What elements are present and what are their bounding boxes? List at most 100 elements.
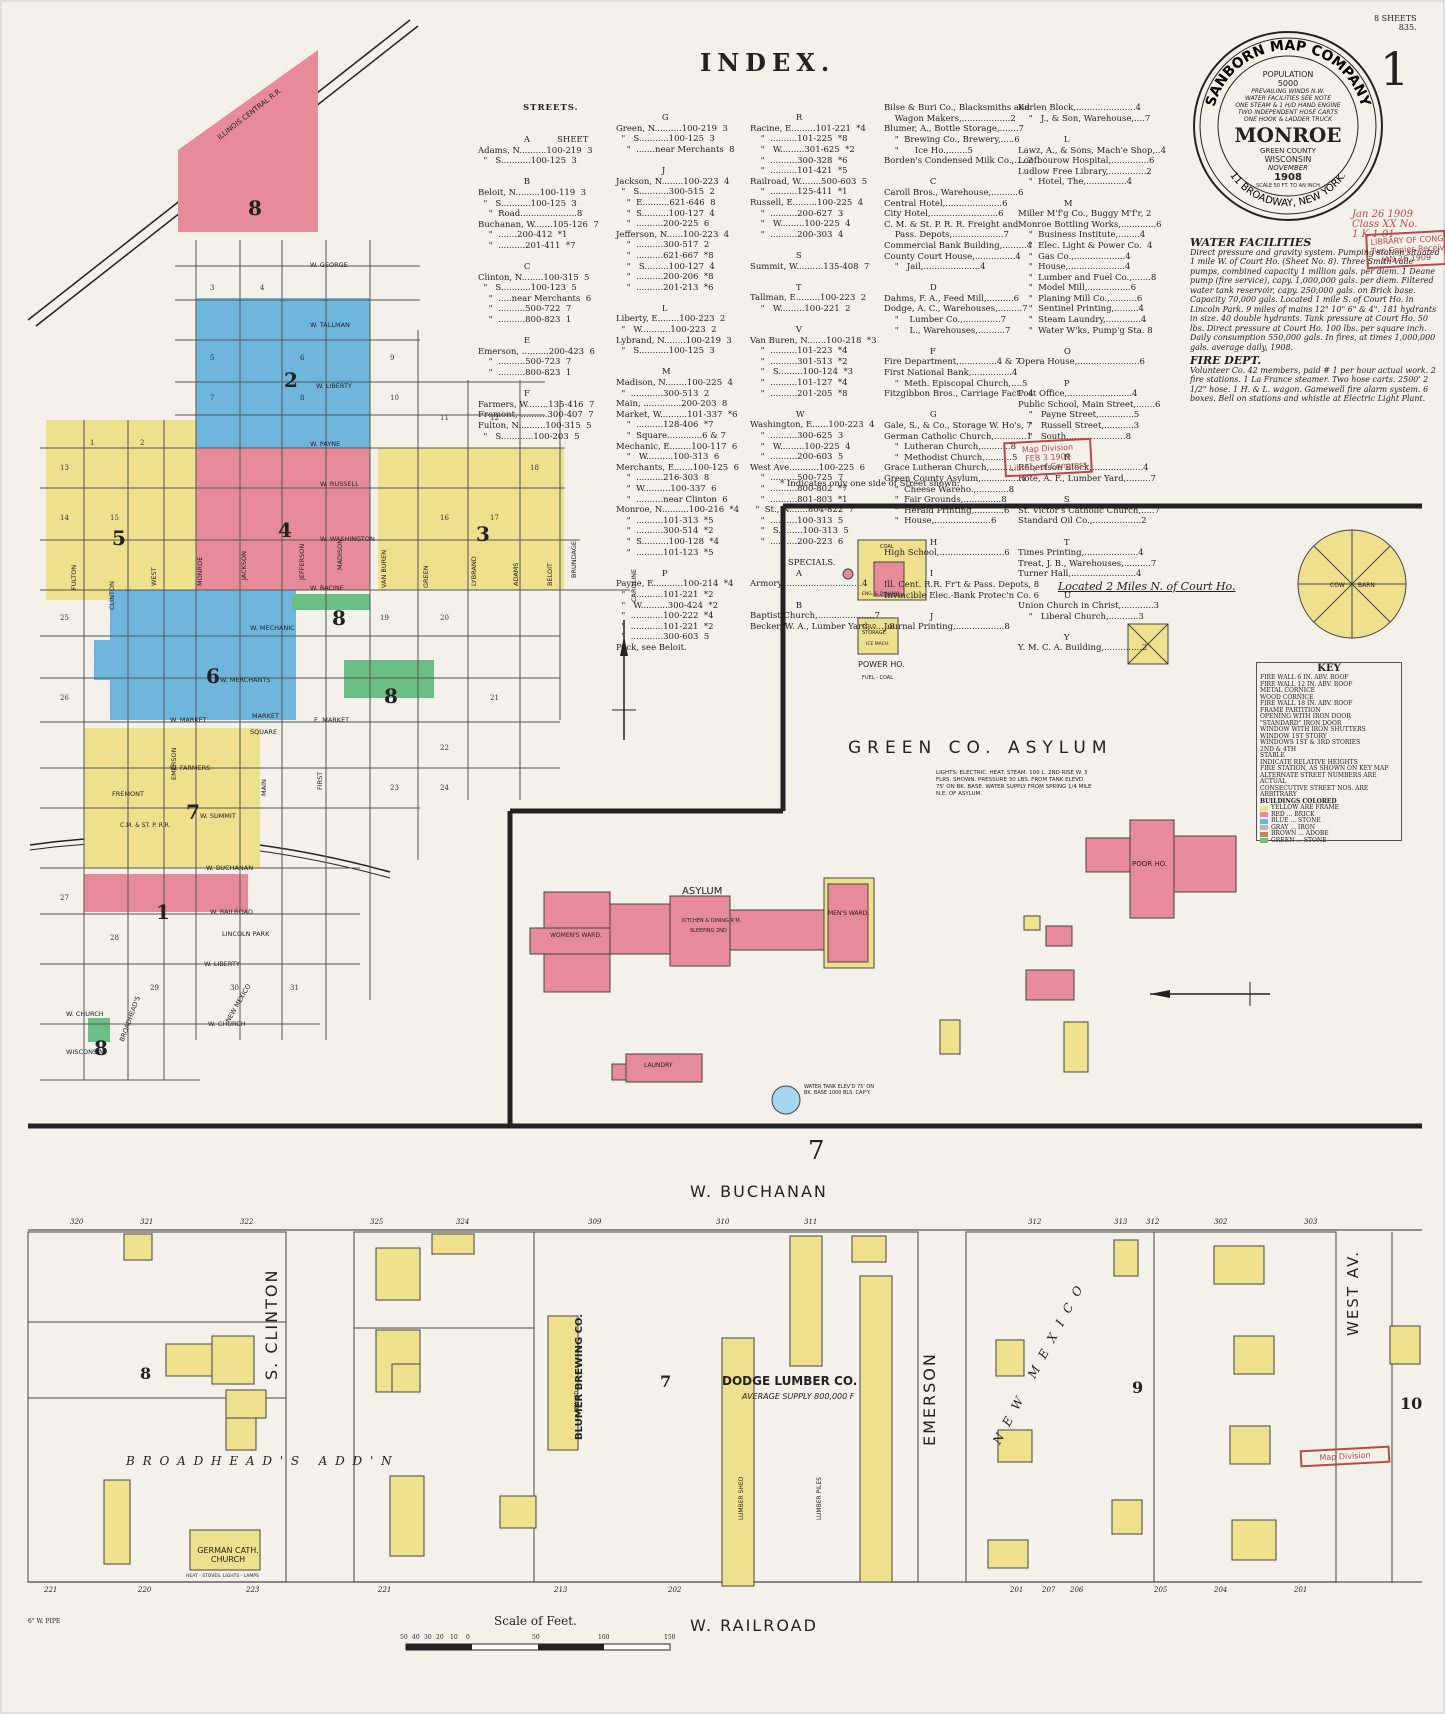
scale-tick: 40 [412,1634,420,1641]
sheet-area[interactable] [344,660,434,698]
outbuilding [939,1019,961,1055]
street-label: W. FARMERS [170,764,211,772]
index-entries: R Racine, E.........101-221 *4 " .......… [750,113,895,632]
street-label: W. SUMMIT [200,812,236,820]
svg-text:26: 26 [60,694,69,702]
laundry-label: LAUNDRY [644,1062,673,1069]
index-column: STREETS. A SHEET Adams, N..........100-2… [478,82,599,453]
key-row: METAL CORNICE [1260,687,1316,694]
svg-text:10: 10 [390,394,399,402]
sheet-number-label[interactable]: 1 [156,900,170,924]
address-number: 205 [1154,1586,1168,1594]
key-color-row: GREEN ... STONE [1260,837,1398,845]
block-number: 7 [660,1372,672,1391]
sheet-area[interactable] [378,448,564,590]
water-tank[interactable] [771,1085,801,1115]
address-number: 221 [378,1586,392,1594]
index-note: * Indicates only one side of Street show… [780,479,960,489]
svg-text:31: 31 [290,984,299,992]
sheet-number-label[interactable]: 8 [94,1036,108,1060]
svg-text:30: 30 [230,984,239,992]
sheet-number: 1 [1380,42,1410,96]
scale-tick: 100 [598,1634,610,1641]
index-entries: G Green, N..........100-219 3 " S.......… [616,113,740,653]
street-label: W. RACINE [310,584,344,592]
sheet-area[interactable] [46,420,196,600]
svg-text:6: 6 [300,354,305,362]
lumber-shed-label: LUMBER SHED [738,1476,745,1520]
sheet-number-label[interactable]: 8 [384,684,398,708]
fuel-label: FUEL - COAL [862,675,894,681]
sheet-area[interactable] [178,50,318,232]
color-swatch [1260,825,1268,831]
svg-text:13: 13 [60,464,69,472]
address-number: 312 [1146,1218,1160,1226]
index-column: G Green, N..........100-219 3 " S.......… [616,92,739,664]
sheet-number-label[interactable]: 2 [284,368,298,392]
address-number: 204 [1214,1586,1228,1594]
street-label: LYBRAND [470,556,478,586]
svg-text:7: 7 [210,394,214,402]
key-color-row: BROWN ... ADOBE [1260,830,1398,838]
sheet-area[interactable] [84,728,260,868]
address-number: 320 [70,1218,84,1226]
address-number: 324 [456,1218,470,1226]
key-color-row: BLUE ... STONE [1260,817,1398,825]
seal-population: 5000 [1277,79,1299,88]
sheet-number-label[interactable]: 7 [186,800,200,824]
street-label: W. MECHANIC [250,624,295,632]
seal-note: TWO INDEPENDENT HOSE CARTS [1238,109,1338,116]
key-row: FIRE WALL 12 IN. ABV. ROOF [1260,680,1353,688]
color-name: YELLOW ARE FRAME [1271,804,1339,811]
sheet-number-label[interactable]: 6 [206,664,220,688]
dodge-lumber-sub: AVERAGE SUPPLY 800,000 F [742,1392,855,1401]
sheet-number-label[interactable]: 8 [248,196,262,220]
sleeping-label: SLEEPING 2ND [690,928,727,934]
sheet-area[interactable] [84,874,248,912]
seal-year: 1908 [1274,172,1302,183]
sheet-number-label[interactable]: 4 [278,518,292,542]
index-column: R Racine, E.........101-221 *4 " .......… [750,92,895,643]
asylum-label: ASYLUM [682,886,723,897]
svg-text:19: 19 [380,614,389,622]
svg-text:25: 25 [60,614,69,622]
index-column: Bilse & Buri Co., Blacksmiths and Wagon … [884,82,1039,643]
color-name: RED ... BRICK [1271,810,1315,818]
street-s-clinton: S. CLINTON [262,1268,281,1380]
street-label: VAN BUREN [380,549,388,588]
key-row: CONSECUTIVE STREET NOS. ARE ARBITRARY [1260,784,1369,798]
key-row: INDICATE RELATIVE HEIGHTS [1260,758,1358,766]
sheet-number-label[interactable]: 5 [112,526,126,550]
blumer-brewing-sub: FEW WD. [574,1389,580,1412]
fire-dept-text: Volunteer Co. 42 members, paid # 1 per h… [1190,365,1436,404]
engine-room [873,561,905,597]
key-colors-label: BUILDINGS COLORED [1260,797,1337,805]
sheet-area[interactable] [196,448,370,590]
asylum-building[interactable] [529,877,875,993]
street-label: EMERSON [170,747,178,780]
asylum-notes: LIGHTS: ELECTRIC. HEAT: STEAM. 100 L. 2N… [936,770,1092,797]
color-swatch [1260,805,1268,811]
cold-storage[interactable] [857,617,899,655]
poor-house[interactable] [1085,819,1237,919]
railroad-label: C.M. & ST. P. R.R. [120,822,171,829]
sheet-area[interactable] [196,298,370,448]
svg-text:14: 14 [60,514,69,522]
color-name: BROWN ... ADOBE [1271,830,1329,837]
kitchen-label: KITCHEN & DINING R'M. [682,918,742,924]
svg-text:12: 12 [490,414,499,422]
street-label: JEFFERSON [298,543,306,580]
sheet-area[interactable] [94,590,296,720]
address-number: 302 [1214,1218,1228,1226]
seal-note: ONE STEAM & 1 H/D HAND ENGINE [1235,102,1341,109]
key-title: KEY [1317,663,1341,674]
sheet-area[interactable] [292,594,370,610]
scale-tick: 50 [400,1634,408,1641]
street-label: FULTON [70,564,78,590]
sheet-number-label[interactable]: 8 [332,606,346,630]
key-row: ALTERNATE STREET NUMBERS ARE ACTUAL [1260,771,1377,785]
street-label: MONROE [196,556,204,586]
sheet-number-label[interactable]: 3 [476,522,490,546]
laundry[interactable] [625,1053,703,1083]
